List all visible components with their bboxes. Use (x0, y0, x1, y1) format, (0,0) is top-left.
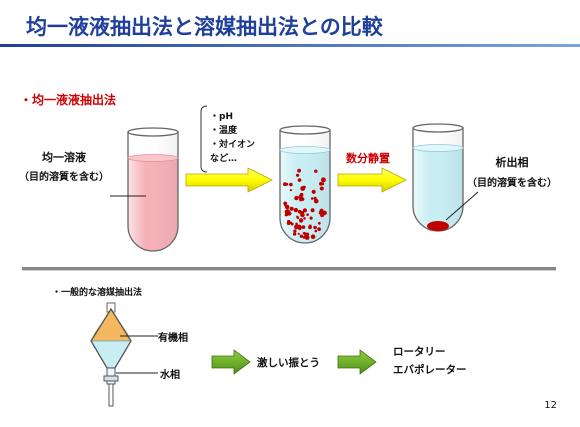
droplet (317, 221, 321, 225)
droplet (302, 208, 307, 213)
droplet (299, 197, 303, 202)
droplet (289, 206, 294, 211)
condition-ph: ・pH (210, 112, 233, 122)
droplet (299, 196, 302, 199)
droplet (301, 211, 304, 214)
droplet (309, 216, 313, 220)
droplet (305, 232, 310, 236)
separatory-funnel (90, 302, 132, 407)
separated-tube (412, 123, 464, 232)
droplet (319, 208, 324, 213)
droplet (296, 224, 302, 230)
droplet (302, 185, 306, 189)
rotary-evaporator-line1: ロータリー (393, 346, 446, 358)
droplet (310, 234, 316, 239)
precipitated-phase-label: 析出相 (496, 155, 529, 169)
aqueous-phase-label: 水相 (159, 368, 180, 381)
droplet (306, 236, 309, 239)
standing-step-label: 数分静置 (346, 151, 390, 165)
droplet (283, 201, 288, 206)
droplet (314, 169, 318, 173)
droplet (322, 210, 327, 216)
droplet (293, 229, 297, 233)
droplet (306, 213, 309, 216)
green-arrow-1 (211, 349, 251, 375)
droplet (298, 218, 304, 223)
droplet (308, 224, 312, 228)
droplet (301, 225, 306, 230)
droplet (311, 189, 316, 194)
droplet (284, 209, 290, 215)
rotary-evaporator-line2: エバポレーター (393, 363, 467, 376)
droplet (293, 207, 299, 213)
droplet (285, 182, 289, 186)
droplet (313, 225, 317, 230)
droplet (297, 178, 302, 182)
section2-heading: ・一般的な溶媒抽出法 (52, 286, 142, 298)
page-number: 12 (544, 400, 557, 411)
precipitated-phase (427, 221, 449, 231)
droplet (289, 182, 293, 187)
droplet (314, 229, 318, 233)
droplet (295, 222, 298, 226)
droplet (297, 209, 302, 214)
green-arrow-2 (337, 349, 377, 375)
droplet (292, 232, 297, 236)
droplet (313, 198, 319, 204)
precipitated-phase-sub: （目的溶質を含む） (467, 176, 557, 189)
droplet (303, 217, 306, 220)
droplet (317, 227, 321, 232)
condition-temperature: ・温度 (210, 124, 238, 136)
droplet (294, 195, 299, 201)
droplet (297, 168, 301, 173)
droplet (296, 173, 300, 177)
section-divider-shadow (22, 270, 556, 271)
droplet (300, 212, 305, 218)
title-underline (0, 44, 580, 47)
droplet (284, 204, 287, 207)
slide-title: 均一液液抽出法と溶媒抽出法との比較 (26, 15, 384, 39)
droplet (320, 177, 326, 183)
droplet (319, 186, 324, 191)
precipitating-tube (279, 125, 331, 244)
droplet (296, 215, 299, 218)
droplet (304, 235, 307, 238)
section-divider (22, 267, 556, 270)
conditions-bracket (200, 105, 208, 173)
droplet (287, 219, 291, 224)
shaking-step-label: 激しい振とう (257, 356, 320, 369)
droplet (289, 189, 292, 192)
homogeneous-solution-sub: （目的溶質を含む） (19, 170, 109, 183)
yellow-arrow-1 (185, 167, 273, 193)
organic-phase-label: 有機相 (158, 331, 188, 344)
homogeneous-solution-label: 均一溶液 (42, 150, 87, 164)
droplet (299, 234, 304, 238)
yellow-arrow-2 (337, 167, 407, 193)
homogeneous-tube (127, 127, 179, 252)
droplet (313, 196, 317, 200)
droplet (310, 208, 315, 213)
droplet (321, 182, 325, 186)
droplet (290, 222, 294, 226)
section1-heading: ・均一液液抽出法 (20, 92, 116, 107)
right-pointer-line (445, 191, 479, 221)
dispersed-droplets (283, 168, 327, 240)
condition-counter-ion: ・対イオン (210, 138, 255, 150)
droplet (310, 197, 314, 200)
condition-etc: など… (210, 152, 237, 164)
droplet (297, 232, 300, 235)
